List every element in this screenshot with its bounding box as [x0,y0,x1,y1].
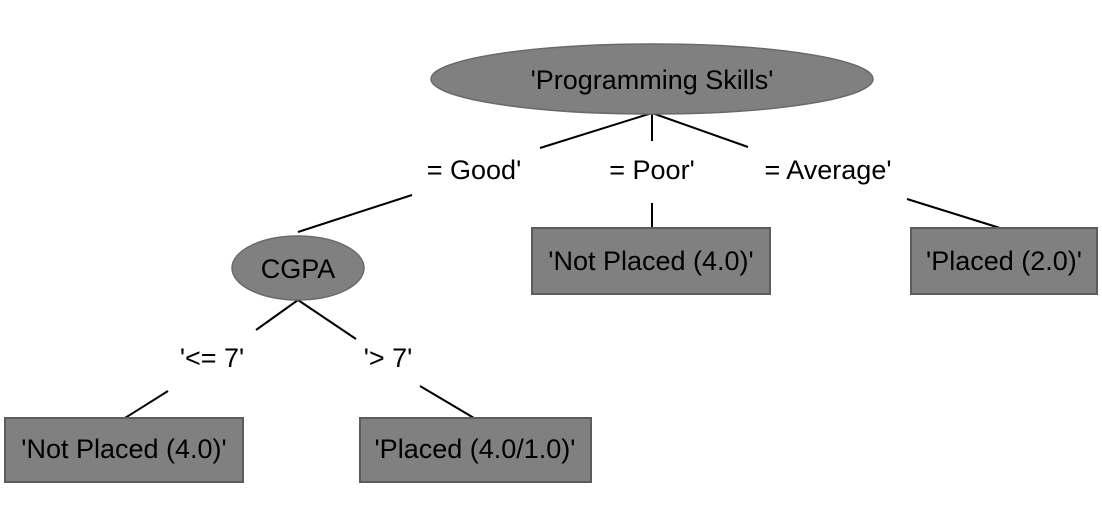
leaf-le7-box [4,417,244,483]
leaf-poor-label: 'Not Placed (4.0)' [548,246,753,276]
edge-label-good: = Good' [427,155,521,185]
leaf-average: 'Placed (2.0)' [910,227,1098,295]
leaf-average-box [910,227,1098,295]
edge-root-good-upper [539,112,653,149]
edge-cgpa-gt7-lower [419,385,475,419]
leaf-average-label: 'Placed (2.0)' [926,246,1082,276]
edge-label-poor: = Poor' [609,155,694,185]
edge-cgpa-gt7-upper [297,299,357,340]
tree-edges [124,112,1001,419]
leaf-gt7-box [359,417,592,483]
leaf-poor: 'Not Placed (4.0)' [531,227,771,295]
leaf-gt7-label: 'Placed (4.0/1.0)' [375,434,576,464]
edge-root-average-upper [651,112,749,148]
cgpa-node: CGPA [231,235,365,301]
edge-root-average-lower [906,198,1001,229]
cgpa-node-shape [231,235,365,301]
leaf-le7-label: 'Not Placed (4.0)' [21,434,226,464]
edge-cgpa-le7-lower [124,390,169,419]
edge-label-gt7: '> 7' [364,343,413,373]
root-node-shape [430,43,874,115]
root-node-label: 'Programming Skills' [531,65,774,95]
edge-cgpa-le7-upper [255,299,299,331]
leaf-le7: 'Not Placed (4.0)' [4,417,244,483]
root-node: 'Programming Skills' [430,43,874,115]
edge-label-average: = Average' [764,155,891,185]
cgpa-node-label: CGPA [261,254,336,284]
leaf-gt7: 'Placed (4.0/1.0)' [359,417,592,483]
edge-root-good-lower [297,194,413,233]
edge-label-le7: '<= 7' [180,343,244,373]
leaf-poor-box [531,227,771,295]
